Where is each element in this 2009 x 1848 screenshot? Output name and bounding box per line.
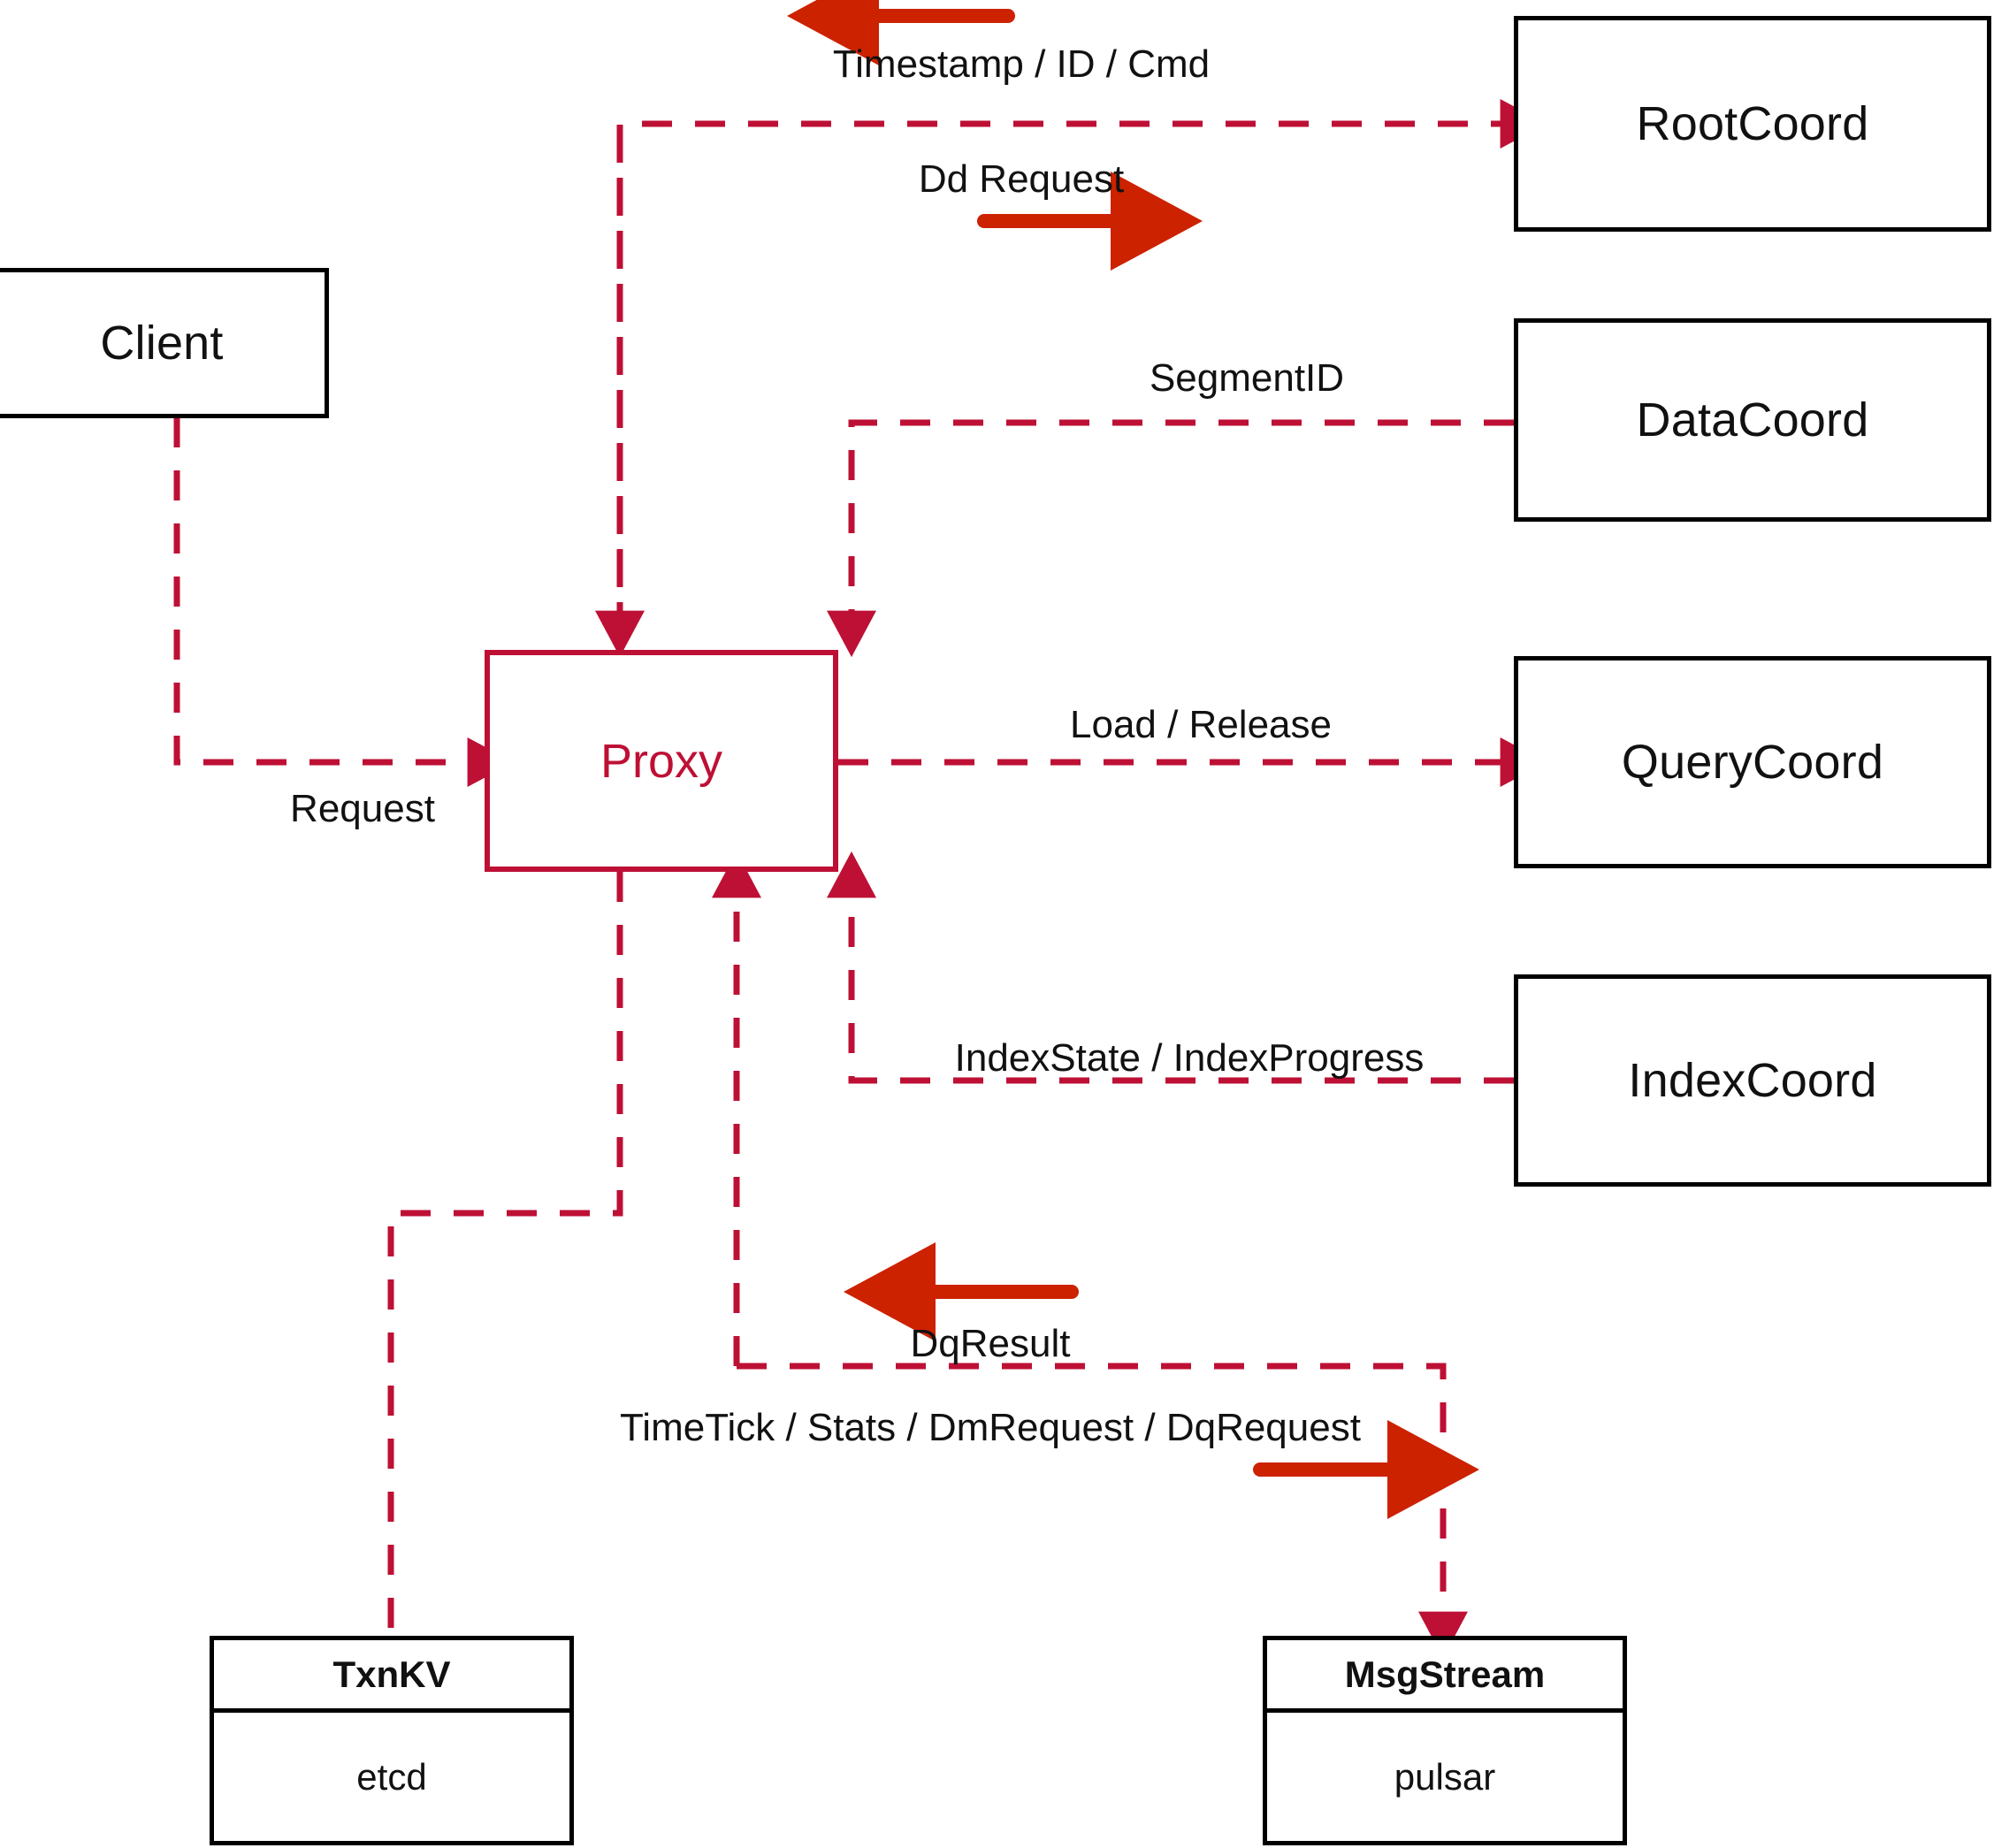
- node-msgstream-header: MsgStream: [1267, 1640, 1623, 1713]
- node-msgstream-impl: pulsar: [1394, 1755, 1496, 1798]
- node-txnkv-impl: etcd: [356, 1755, 427, 1798]
- node-rootcoord-label: RootCoord: [1636, 97, 1869, 150]
- node-client-label: Client: [100, 317, 224, 370]
- node-txnkv[interactable]: TxnKV etcd: [210, 1636, 574, 1845]
- node-msgstream[interactable]: MsgStream pulsar: [1263, 1636, 1627, 1845]
- edge-proxy-msgstream-out: [737, 1363, 1468, 1659]
- node-rootcoord[interactable]: RootCoord: [1514, 16, 1991, 232]
- node-proxy[interactable]: Proxy: [485, 650, 838, 872]
- node-txnkv-body: etcd: [214, 1713, 569, 1841]
- node-proxy-label: Proxy: [600, 734, 723, 788]
- node-indexcoord-label: IndexCoord: [1628, 1054, 1877, 1107]
- node-indexcoord[interactable]: IndexCoord: [1514, 974, 1991, 1187]
- edge-label-timestamp-id-cmd: Timestamp / ID / Cmd: [832, 42, 1211, 86]
- edge-proxy-txnkv: [387, 872, 623, 1636]
- edge-label-dq-result: DqResult: [910, 1322, 1071, 1365]
- node-msgstream-body: pulsar: [1267, 1713, 1623, 1841]
- edge-datacoord-proxy: [827, 419, 1514, 658]
- node-datacoord[interactable]: DataCoord: [1514, 318, 1991, 522]
- node-datacoord-label: DataCoord: [1636, 393, 1869, 447]
- edge-client-proxy: [173, 417, 515, 787]
- edge-label-segment-id: SegmentID: [1149, 356, 1345, 400]
- node-txnkv-title: TxnKV: [332, 1653, 451, 1695]
- node-txnkv-header: TxnKV: [214, 1640, 569, 1713]
- edge-proxy-rootcoord: [595, 99, 1547, 658]
- edge-label-load-release: Load / Release: [1070, 703, 1332, 746]
- node-querycoord-label: QueryCoord: [1621, 736, 1884, 789]
- node-client[interactable]: Client: [0, 268, 329, 418]
- edge-label-index-state-progress: IndexState / IndexProgress: [954, 1036, 1425, 1080]
- edge-indexcoord-proxy: [827, 851, 1514, 1084]
- edge-label-timetick-stats-dm-dq: TimeTick / Stats / DmRequest / DqRequest: [620, 1406, 1361, 1449]
- edge-label-request: Request: [290, 787, 435, 830]
- node-msgstream-title: MsgStream: [1344, 1653, 1546, 1695]
- node-querycoord[interactable]: QueryCoord: [1514, 656, 1991, 868]
- edge-label-dd-request: Dd Request: [918, 157, 1125, 201]
